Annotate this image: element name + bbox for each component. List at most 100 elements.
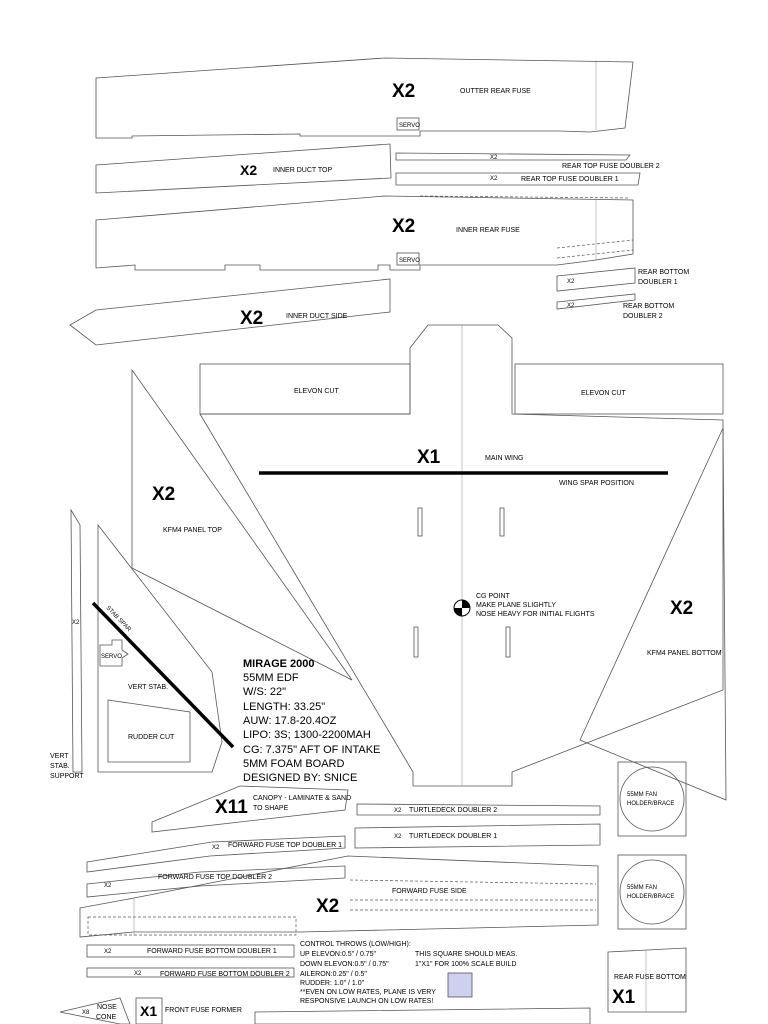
rear-bottom-doubler-1-qty: X2 [567,279,575,285]
elevon-cut-right: ELEVON CUT [581,390,626,397]
canopy-qty: X11 [215,797,248,818]
inner-rear-fuse-servo: SERVO [399,258,420,264]
inner-duct-top-part: X2 INNER DUCT TOP [95,143,392,194]
forward-fuse-bottom-doublers: X2 FORWARD FUSE BOTTOM DOUBLER 1 X2 FORW… [86,944,295,978]
rear-fuse-bottom-part: REAR FUSE BOTTOM X1 [607,947,687,1013]
control-throws-note1: **EVEN ON LOW RATES, PLANE IS VERY [300,989,436,996]
outter-rear-fuse-qty: X2 [392,81,415,102]
cg-note-line1: CG POINT [476,593,511,600]
turtledeck-doublers: X2 TURTLEDECK DOUBLER 2 X2 TURTLEDECK DO… [354,803,601,849]
specs-line6: CG: 7.375" AFT OF INTAKE [243,744,380,756]
specs-title: MIRAGE 2000 [243,658,315,670]
kfm4-panel-top-label: KFM4 PANEL TOP [163,527,222,534]
turtledeck-doubler-2-qty: X2 [394,808,402,814]
inner-rear-fuse-label: INNER REAR FUSE [456,227,520,234]
inner-duct-side-qty: X2 [240,308,263,329]
scale-square [447,972,473,998]
specs-line4: AUW: 17.8-20.4OZ [243,715,337,727]
inner-rear-fuse-qty: X2 [392,216,415,237]
inner-rear-fuse-part: X2 INNER REAR FUSE SERVO [95,195,634,271]
inner-duct-side-part: X2 INNER DUCT SIDE [69,278,391,346]
kfm4-panel-bottom-part: X2 KFM4 PANEL BOTTOM [579,427,727,801]
rear-bottom-doublers: X2 REAR BOTTOM DOUBLER 1 X2 REAR BOTTOM … [556,267,689,320]
rear-top-doubler-1-qty: X2 [490,176,498,182]
main-wing-label: MAIN WING [485,455,524,462]
rear-bottom-doubler-2-label-1: REAR BOTTOM [623,303,674,310]
elevon-cut-left: ELEVON CUT [294,388,339,395]
forward-fuse-side-label: FORWARD FUSE SIDE [392,888,467,895]
canopy-part: X11 CANOPY - LAMINATE & SAND TO SHAPE [151,785,351,833]
rear-fuse-bottom-qty: X1 [612,987,636,1008]
front-fuse-former-qty: X1 [140,1003,157,1019]
turtledeck-doubler-2-label: TURTLEDECK DOUBLER 2 [409,807,497,814]
forward-fuse-top-doubler-2-qty: X2 [104,883,112,889]
rear-bottom-doubler-1-label-2: DOUBLER 1 [638,279,678,286]
forward-fuse-side-part: X2 FORWARD FUSE SIDE [79,855,599,938]
rear-top-doublers: X2 REAR TOP FUSE DOUBLER 2 X2 REAR TOP F… [395,152,660,186]
rear-bottom-doubler-1-label-1: REAR BOTTOM [638,269,689,276]
rudder-cut-label: RUDDER CUT [128,734,175,741]
specs-line8: DESIGNED BY: SNICE [243,772,357,784]
fan-holder-1-line1: 55MM FAN [627,792,657,798]
control-throws-block: CONTROL THROWS (LOW/HIGH): UP ELEVON:0.5… [300,941,436,1005]
fan-holder-2-part: 55MM FAN HOLDER/BRACE [617,854,687,930]
outter-rear-fuse-servo: SERVO [399,123,420,129]
nose-cone-line1: NOSE [97,1004,117,1011]
vert-stab-support-qty: X2 [72,620,80,626]
kfm4-panel-top-qty: X2 [152,484,175,505]
inner-duct-side-label: INNER DUCT SIDE [286,313,348,320]
specs-block: MIRAGE 2000 55MM EDF W/S: 22" LENGTH: 33… [243,658,380,784]
stab-spar-line [91,601,235,749]
wing-spar-label: WING SPAR POSITION [559,480,634,487]
control-throws-aileron: AILERON:0.25" / 0.5" [300,971,367,978]
kfm4-panel-bottom-qty: X2 [670,598,693,619]
forward-fuse-top-doubler-2-label: FORWARD FUSE TOP DOUBLER 2 [158,874,272,881]
nose-cone-part: X8 NOSE CONE [59,997,131,1024]
outter-rear-fuse-part: X2 OUTTER REAR FUSE SERVO [95,57,634,139]
cg-note-line2: MAKE PLANE SLIGHTLY [476,602,556,609]
rear-fuse-bottom-label: REAR FUSE BOTTOM [614,974,686,981]
rear-bottom-doubler-2-label-2: DOUBLER 2 [623,313,663,320]
forward-fuse-top-doubler-1-label: FORWARD FUSE TOP DOUBLER 1 [228,842,342,849]
turtledeck-doubler-1-label: TURTLEDECK DOUBLER 1 [409,833,497,840]
kfm4-panel-bottom-label: KFM4 PANEL BOTTOM [647,650,722,657]
specs-line7: 5MM FOAM BOARD [243,758,345,770]
rear-bottom-doubler-2-qty: X2 [567,303,575,309]
specs-line5: LIPO: 3S; 1300-2200MAH [243,729,371,741]
main-wing-qty: X1 [417,447,441,468]
inner-duct-top-qty: X2 [240,162,257,178]
specs-line3: LENGTH: 33.25" [243,701,325,713]
outter-rear-fuse-label: OUTTER REAR FUSE [460,88,531,95]
forward-fuse-bottom-doubler-2-qty: X2 [134,971,142,977]
control-throws-down: DOWN ELEVON:0.5" / 0.75" [300,961,389,968]
scale-check-line1: THIS SQUARE SHOULD MEAS. [415,951,517,958]
vert-stab-support-line2: STAB. [50,763,70,770]
fan-holder-1-part: 55MM FAN HOLDER/BRACE [617,761,687,837]
partial-bottom-part [254,1007,591,1024]
cg-note-line3: NOSE HEAVY FOR INITIAL FLIGHTS [476,611,595,618]
rear-top-doubler-1-label: REAR TOP FUSE DOUBLER 1 [521,176,619,183]
canopy-line1: CANOPY - LAMINATE & SAND [253,795,351,802]
fan-holder-2-line2: HOLDER/BRACE [627,894,674,900]
specs-line1: 55MM EDF [243,672,299,684]
rear-top-doubler-2-qty: X2 [490,155,498,161]
forward-fuse-side-qty: X2 [316,896,339,917]
vert-stab-support-line1: VERT [50,753,69,760]
forward-fuse-bottom-doubler-1-label: FORWARD FUSE BOTTOM DOUBLER 1 [147,948,277,955]
turtledeck-doubler-1-qty: X2 [394,834,402,840]
scale-check-block: THIS SQUARE SHOULD MEAS. 1"X1" FOR 100% … [415,951,517,998]
vert-stab-support-part: X2 VERT STAB. SUPPORT [50,508,84,780]
scale-check-line2: 1"X1" FOR 100% SCALE BUILD [415,961,516,968]
fan-holder-1-line2: HOLDER/BRACE [627,801,674,807]
front-fuse-former-label: FRONT FUSE FORMER [165,1007,242,1014]
fan-holder-2-line1: 55MM FAN [627,885,657,891]
kfm4-panel-top-part: X2 KFM4 PANEL TOP [131,368,353,681]
vert-stab-part: STAB SPAR SERVO VERT STAB. RUDDER CUT [91,523,235,773]
forward-fuse-top-doubler-1-qty: X2 [212,845,220,851]
control-throws-rudder: RUDDER: 1.0" / 1.0" [300,980,365,987]
vert-stab-servo: SERVO [101,654,122,660]
forward-fuse-bottom-doubler-1-qty: X2 [104,949,112,955]
forward-fuse-top-doublers: X2 FORWARD FUSE TOP DOUBLER 1 X2 FORWARD… [86,835,346,898]
canopy-line2: TO SHAPE [253,805,289,812]
